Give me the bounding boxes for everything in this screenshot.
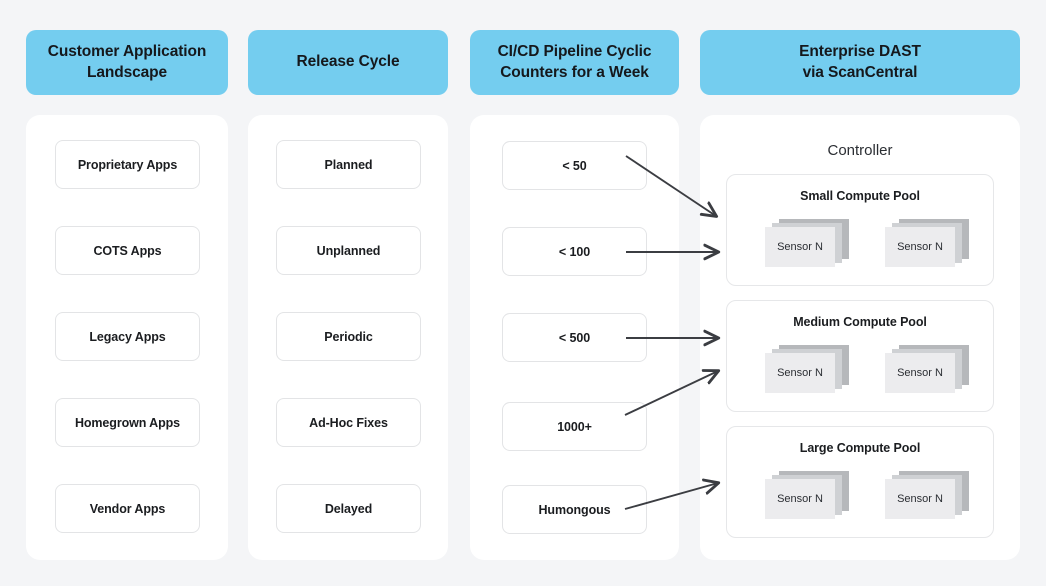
item-cots-apps[interactable]: COTS Apps xyxy=(55,226,200,275)
item-lt-500[interactable]: < 500 xyxy=(502,313,647,362)
sensor-card-front-label: Sensor N xyxy=(765,227,835,267)
pool-label-medium-compute-pool: Medium Compute Pool xyxy=(793,315,927,329)
item-proprietary-apps[interactable]: Proprietary Apps xyxy=(55,140,200,189)
pool-small-compute-pool[interactable]: Small Compute Pool Sensor N Sensor N xyxy=(726,174,994,286)
sensor-card-front-label: Sensor N xyxy=(765,353,835,393)
item-legacy-apps[interactable]: Legacy Apps xyxy=(55,312,200,361)
sensor-stack-medium-1[interactable]: Sensor N xyxy=(765,345,849,393)
column-header-enterprise-dast-via-scancentral: Enterprise DAST via ScanCentral xyxy=(700,30,1020,95)
item-1000-plus[interactable]: 1000+ xyxy=(502,402,647,451)
sensor-card-front-label: Sensor N xyxy=(885,353,955,393)
pool-label-large-compute-pool: Large Compute Pool xyxy=(799,441,921,455)
item-vendor-apps[interactable]: Vendor Apps xyxy=(55,484,200,533)
sensor-stack-medium-2[interactable]: Sensor N xyxy=(885,345,969,393)
sensor-stack-small-1[interactable]: Sensor N xyxy=(765,219,849,267)
sensor-stack-large-2[interactable]: Sensor N xyxy=(885,471,969,519)
item-ad-hoc-fixes[interactable]: Ad-Hoc Fixes xyxy=(276,398,421,447)
item-lt-100[interactable]: < 100 xyxy=(502,227,647,276)
pool-large-compute-pool[interactable]: Large Compute Pool Sensor N Sensor N xyxy=(726,426,994,538)
item-homegrown-apps[interactable]: Homegrown Apps xyxy=(55,398,200,447)
sensor-stack-small-2[interactable]: Sensor N xyxy=(885,219,969,267)
controller-label: Controller xyxy=(827,142,893,159)
sensor-card-front-label: Sensor N xyxy=(765,479,835,519)
pool-medium-compute-pool[interactable]: Medium Compute Pool Sensor N Sensor N xyxy=(726,300,994,412)
sensor-card-front-label: Sensor N xyxy=(885,227,955,267)
item-delayed[interactable]: Delayed xyxy=(276,484,421,533)
sensor-card-front-label: Sensor N xyxy=(885,479,955,519)
item-humongous[interactable]: Humongous xyxy=(502,485,647,534)
column-header-cicd-pipeline-cyclic-counters: CI/CD Pipeline Cyclic Counters for a Wee… xyxy=(470,30,679,95)
item-periodic[interactable]: Periodic xyxy=(276,312,421,361)
sensor-stack-large-1[interactable]: Sensor N xyxy=(765,471,849,519)
column-header-release-cycle: Release Cycle xyxy=(248,30,448,95)
item-lt-50[interactable]: < 50 xyxy=(502,141,647,190)
column-header-customer-application-landscape: Customer Application Landscape xyxy=(26,30,228,95)
item-planned[interactable]: Planned xyxy=(276,140,421,189)
pool-label-small-compute-pool: Small Compute Pool xyxy=(800,189,920,203)
item-unplanned[interactable]: Unplanned xyxy=(276,226,421,275)
